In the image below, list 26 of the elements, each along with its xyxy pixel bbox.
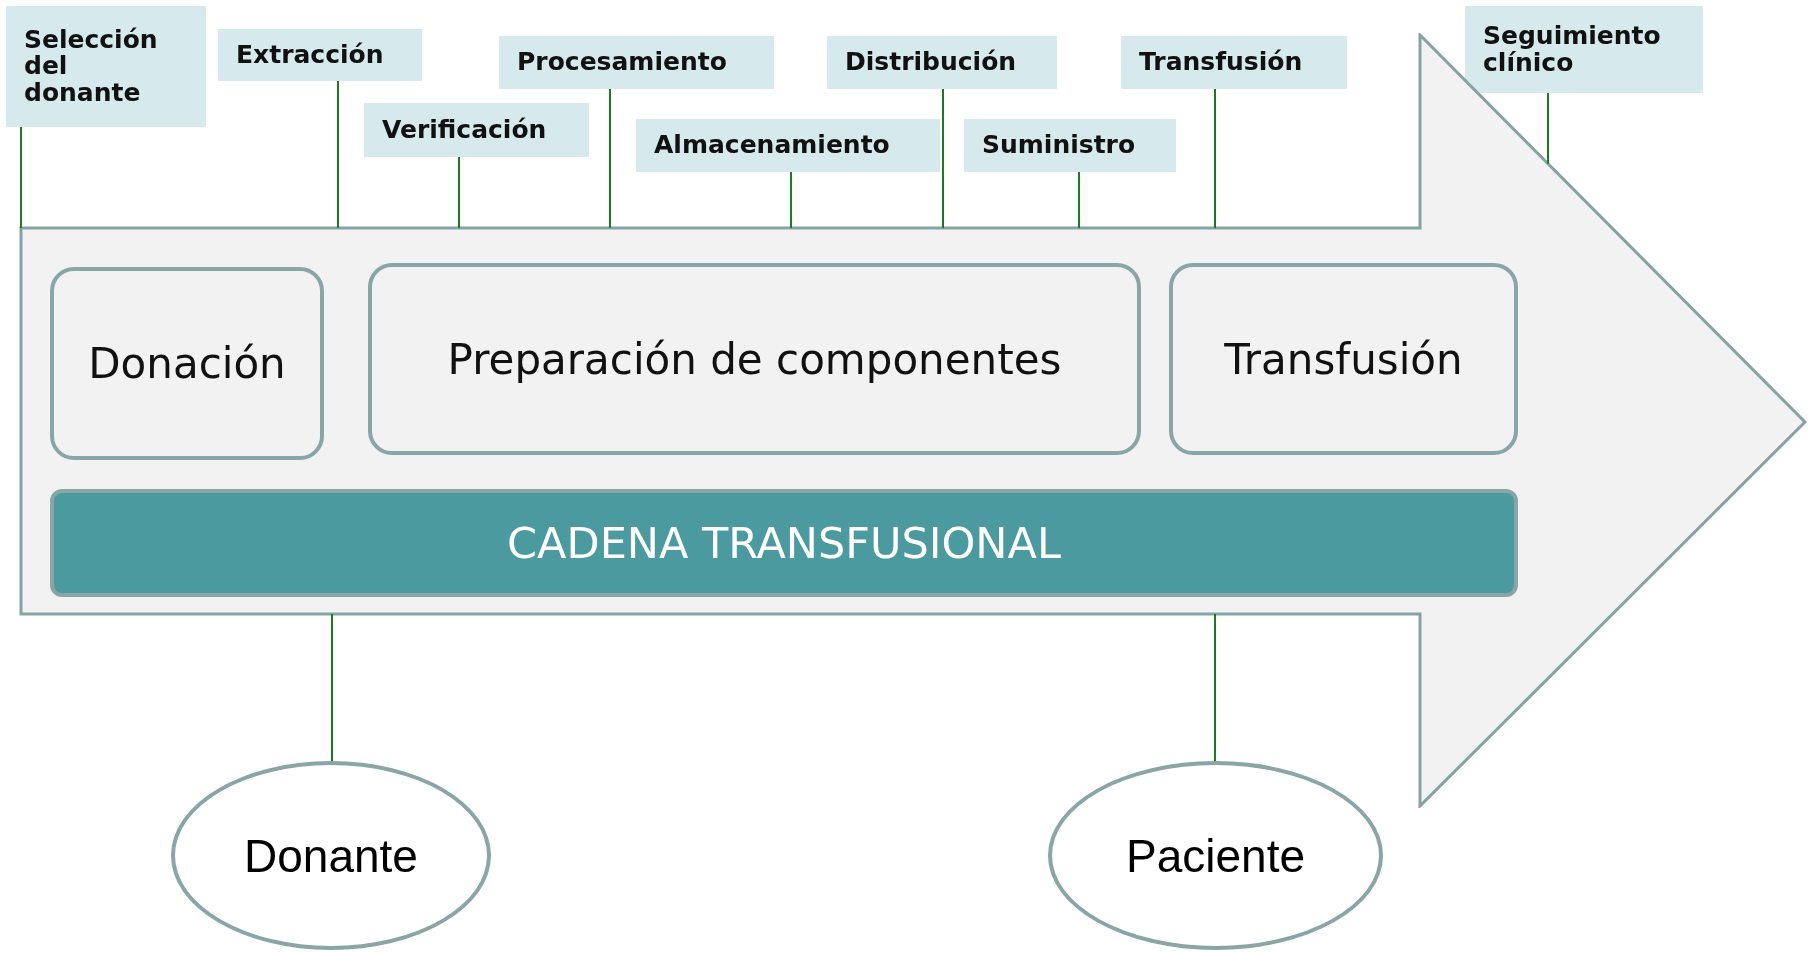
- leader-line: [20, 126, 22, 229]
- chain-banner: CADENA TRANSFUSIONAL: [50, 489, 1518, 597]
- leader-line: [458, 156, 460, 229]
- leader-line: [942, 88, 944, 229]
- leader-line: [331, 613, 333, 762]
- stage-box: Preparación de componentes: [368, 263, 1141, 455]
- person-ellipse: Donante: [171, 761, 491, 950]
- leader-line: [1547, 92, 1549, 165]
- step-label: Verificación: [364, 103, 589, 157]
- step-label: Suministro: [964, 119, 1176, 172]
- leader-line: [609, 88, 611, 229]
- step-label: Procesamiento: [499, 36, 774, 89]
- step-label: Almacenamiento: [636, 119, 940, 172]
- leader-line: [1214, 613, 1216, 762]
- stage-box: Transfusión: [1169, 263, 1518, 455]
- step-label: Transfusión: [1121, 36, 1347, 89]
- step-label: Extracción: [218, 29, 422, 81]
- step-label: Selección del donante: [6, 6, 206, 127]
- leader-line: [790, 171, 792, 229]
- leader-line: [337, 80, 339, 229]
- step-label: Seguimiento clínico: [1465, 6, 1703, 93]
- person-ellipse: Paciente: [1048, 761, 1383, 950]
- stage-box: Donación: [50, 267, 324, 460]
- leader-line: [1078, 171, 1080, 229]
- leader-line: [1214, 88, 1216, 229]
- step-label: Distribución: [827, 36, 1057, 89]
